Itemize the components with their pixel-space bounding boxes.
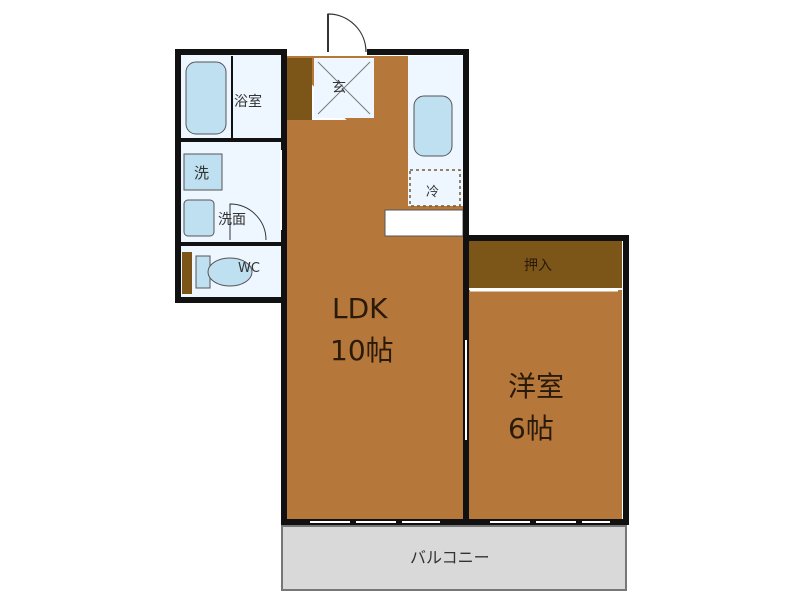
washer — [183, 153, 223, 191]
shoe-closet — [286, 58, 312, 120]
western-name: 洋室 — [508, 370, 564, 403]
western-size: 6帖 — [508, 412, 554, 445]
kitchen-sink — [413, 95, 453, 157]
entrance-door-swing — [327, 13, 367, 53]
entrance-line-2 — [317, 61, 371, 115]
washer-label: 洗 — [194, 164, 209, 182]
washroom-label: 洗面 — [218, 212, 246, 228]
kitchen-counter — [384, 209, 464, 237]
bath-label: 浴室 — [234, 93, 262, 110]
fridge-space — [409, 169, 461, 207]
entrance-label: 玄 — [332, 79, 346, 96]
balcony-label: バルコニー — [410, 548, 490, 567]
closet-label: 押入 — [524, 258, 552, 274]
balcony — [281, 525, 627, 591]
bathtub — [185, 61, 227, 135]
wc-shelf — [182, 252, 192, 294]
wash-basin — [183, 199, 215, 237]
fridge-label: 冷 — [426, 185, 439, 200]
toilet-label: WC — [238, 261, 260, 276]
ldk-name: LDK — [332, 292, 388, 325]
washroom-door-swing — [229, 203, 267, 241]
closet-floor — [466, 240, 622, 288]
ldk-size: 10帖 — [330, 334, 394, 367]
western-room-floor — [466, 290, 622, 520]
toilet-bowl — [207, 257, 253, 287]
